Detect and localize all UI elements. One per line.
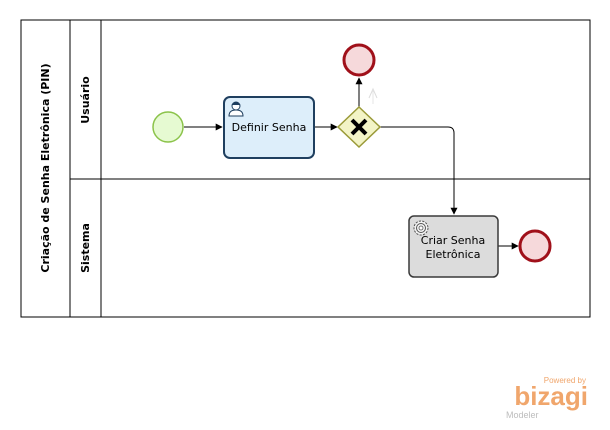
pool-title: Criação de Senha Eletrônica (PIN): [39, 63, 52, 272]
task-label-line: Definir Senha: [232, 121, 307, 134]
lane-sistema: Sistema: [79, 223, 92, 273]
end-event-sistema[interactable]: [518, 229, 552, 263]
gear-icon: [413, 220, 429, 236]
x-marker-icon: [350, 118, 368, 136]
pool: Criação de Senha Eletrônica (PIN): [20, 19, 591, 318]
powered-by-text: Powered by: [544, 376, 586, 385]
ghost-flow-hint: [368, 87, 378, 99]
task-definir-senha-label: Definir Senha: [232, 121, 307, 134]
task-label-line: Eletrônica: [426, 248, 481, 261]
modeler-text: Modeler: [506, 410, 539, 420]
pool-border: [20, 19, 591, 318]
task-definir-senha[interactable]: Definir Senha: [223, 96, 315, 159]
end-event-usuario[interactable]: [342, 43, 376, 77]
bizagi-branding: Powered by bizagi Modeler: [506, 376, 588, 420]
start-event[interactable]: [152, 111, 184, 143]
flow-gateway-to-criar[interactable]: [380, 126, 458, 215]
user-icon: [228, 101, 244, 117]
lane-label-usuario: Usuário: [79, 76, 92, 124]
lane-label-sistema: Sistema: [79, 223, 92, 273]
task-criar-senha-box[interactable]: [408, 215, 499, 278]
exclusive-gateway[interactable]: [336, 105, 382, 149]
bizagi-logo-text: bizagi: [514, 381, 588, 411]
task-definir-senha-box[interactable]: [223, 96, 315, 159]
task-label-line: Criar Senha: [421, 234, 485, 247]
sequence-flows: [184, 77, 519, 250]
lane-usuario: Usuário: [79, 76, 92, 124]
